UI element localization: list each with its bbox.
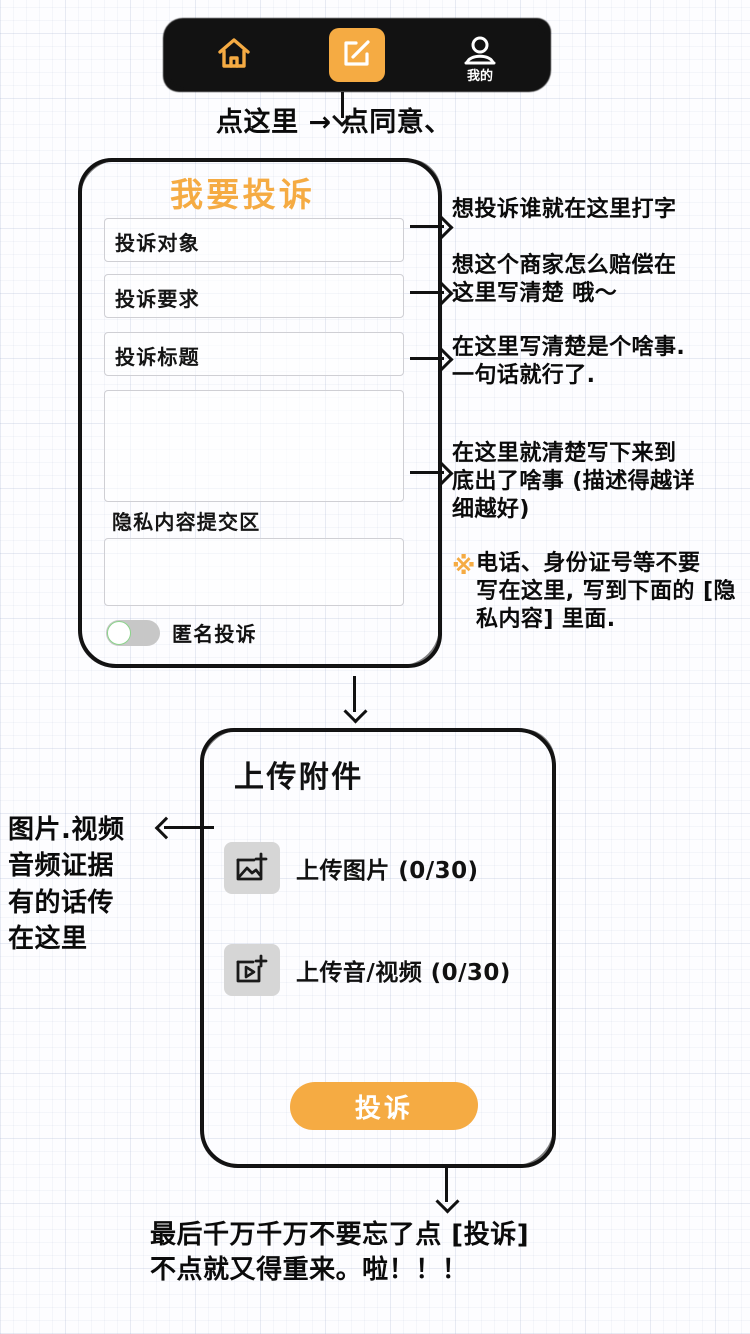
image-plus-icon[interactable] bbox=[224, 842, 280, 894]
upload-video-label: 上传音/视频 (0/30) bbox=[296, 960, 511, 986]
nav-item-profile-label: 我的 bbox=[466, 69, 493, 84]
toggle-knob bbox=[107, 620, 131, 645]
annotation-description-hint: 在这里就清楚写下来到 底出了啥事 (描述得越详 细越好) bbox=[452, 441, 695, 523]
nav-item-home[interactable] bbox=[197, 28, 271, 82]
bottom-nav-bar: 我的 bbox=[168, 22, 546, 88]
page-title: 我要投诉 bbox=[170, 175, 316, 214]
field-complaint-target[interactable]: 投诉对象 bbox=[104, 218, 404, 262]
field-complaint-title-label: 投诉标题 bbox=[115, 345, 200, 369]
annotation-title-hint: 在这里写清楚是个啥事. 一句话就行了. bbox=[452, 335, 686, 389]
privacy-section-label: 隐私内容提交区 bbox=[112, 510, 261, 534]
anonymous-toggle[interactable] bbox=[106, 619, 160, 646]
upload-attachment-card: 上传附件 上传图片 (0/30) 上传音/视频 (0/30) 投诉 bbox=[200, 728, 556, 1168]
field-complaint-title[interactable]: 投诉标题 bbox=[104, 332, 404, 376]
upload-image-row[interactable]: 上传图片 (0/30) bbox=[224, 842, 479, 894]
annotation-top: 点这里 → 点同意、 bbox=[216, 107, 452, 138]
annotation-demand-hint: 想这个商家怎么赔偿在 这里写清楚 哦〜 bbox=[452, 253, 677, 307]
upload-section-title: 上传附件 bbox=[234, 760, 364, 795]
field-complaint-target-label: 投诉对象 bbox=[115, 231, 200, 255]
arrow-right-icon bbox=[410, 462, 450, 482]
field-complaint-demand-label: 投诉要求 bbox=[115, 287, 200, 311]
annotation-target-hint: 想投诉谁就在这里打字 bbox=[452, 197, 677, 222]
arrow-down-icon bbox=[344, 676, 366, 722]
arrow-right-icon bbox=[410, 348, 450, 368]
submit-complaint-button[interactable]: 投诉 bbox=[290, 1082, 478, 1130]
anonymous-toggle-row[interactable]: 匿名投诉 bbox=[106, 618, 257, 647]
annotation-final-reminder: 最后千万千万不要忘了点 [投诉] 不点就又得重来。啦！！！ bbox=[150, 1220, 530, 1286]
asterisk-warning-icon: ※ bbox=[452, 552, 477, 580]
arrow-down-icon bbox=[436, 1166, 458, 1212]
field-complaint-description[interactable] bbox=[104, 390, 404, 502]
arrow-left-icon bbox=[158, 818, 214, 836]
arrow-right-icon bbox=[410, 216, 450, 236]
annotation-privacy-warning: 电话、身份证号等不要 写在这里, 写到下面的 [隐 私内容] 里面. bbox=[476, 551, 736, 633]
submit-complaint-label: 投诉 bbox=[354, 1093, 414, 1124]
edit-square-icon bbox=[339, 35, 375, 75]
upload-video-row[interactable]: 上传音/视频 (0/30) bbox=[224, 944, 511, 996]
upload-image-label: 上传图片 (0/30) bbox=[296, 858, 479, 884]
anonymous-toggle-label: 匿名投诉 bbox=[172, 622, 257, 646]
person-icon bbox=[460, 36, 500, 74]
video-plus-icon[interactable] bbox=[224, 944, 280, 996]
annotation-evidence-hint: 图片.视频 音频证据 有的话传 在这里 bbox=[8, 815, 125, 955]
home-icon bbox=[214, 34, 254, 76]
arrow-down-hook-icon bbox=[330, 92, 354, 126]
field-complaint-demand[interactable]: 投诉要求 bbox=[104, 274, 404, 318]
field-privacy-content[interactable] bbox=[104, 538, 404, 606]
nav-item-compose[interactable] bbox=[329, 28, 385, 82]
arrow-right-icon bbox=[410, 282, 450, 302]
complaint-form-card: 我要投诉 投诉对象 投诉要求 投诉标题 隐私内容提交区 匿名投诉 bbox=[78, 158, 442, 668]
nav-item-profile[interactable]: 我的 bbox=[443, 28, 517, 84]
